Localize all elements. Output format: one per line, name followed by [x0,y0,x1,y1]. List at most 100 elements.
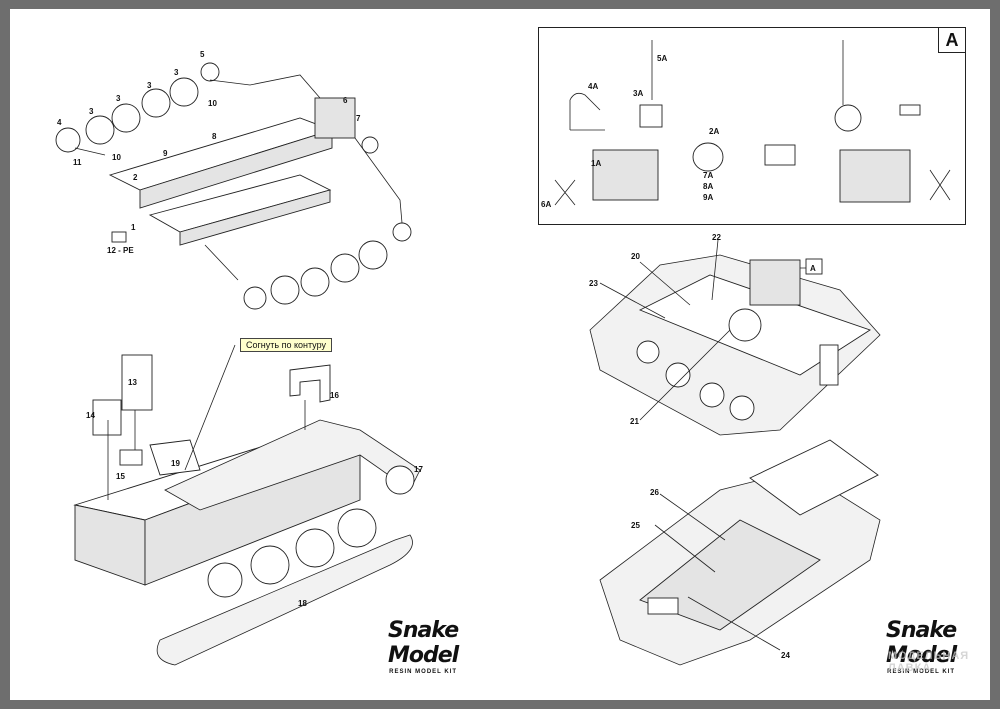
logo-line2: Model [886,643,957,668]
watermark-line1: МОДЕЛЬНАЯ [888,650,970,662]
label-8a: 8A [703,182,713,191]
label-12: 12 - PE [107,246,134,255]
label-3d: 3 [174,68,179,77]
label-7: 7 [356,114,361,123]
road-wheel-1 [207,562,243,598]
wheel-bottom-5 [358,240,388,270]
label-1a: 1A [591,159,601,168]
label-9: 9 [163,149,168,158]
label-3a-inset: 3A [633,89,643,98]
sprocket-5 [200,62,220,82]
bend-note-callout: Согнуть по контуру [240,338,332,352]
final-deck [639,519,821,631]
radiator [819,344,839,386]
leader-lines-lower [107,344,306,500]
block-24 [647,597,679,615]
drive-sprocket [385,465,415,495]
box-14 [92,399,122,436]
rw-c [699,382,725,408]
engine-assembled [839,149,911,203]
fan-assembled [929,169,951,201]
final-assembly [599,439,881,666]
label-2: 2 [133,173,138,182]
wheel-bottom-1 [243,286,267,310]
engine-1a [592,149,659,201]
label-18: 18 [298,599,307,608]
logo-line1: Snake [886,618,957,643]
part-2a-alt [764,144,796,166]
label-3b: 3 [116,94,121,103]
final-drive-7 [361,136,379,154]
assembled-chassis [73,344,421,666]
inset-tag: A [938,28,965,53]
rw-d [729,395,755,421]
label-26: 26 [650,488,659,497]
logo-tagline: RESIN MODEL KIT [887,669,956,675]
engine-bay-assembly [589,239,881,436]
part-3a [639,104,663,128]
transmission-6 [314,97,356,139]
label-5: 5 [200,50,205,59]
label-5a: 5A [657,54,667,63]
ref-a-box [805,258,823,275]
wheel-bottom-2 [270,275,300,305]
exploded-chassis [55,62,412,310]
label-25: 25 [631,521,640,530]
label-4: 4 [57,118,62,127]
road-wheel-4 [337,508,377,548]
label-21: 21 [630,417,639,426]
label-22: 22 [712,233,721,242]
label-19: 19 [171,459,180,468]
label-15: 15 [116,472,125,481]
wheel-bottom-4 [330,253,360,283]
label-10a: 10 [208,99,217,108]
hull-side [139,129,333,209]
label-8: 8 [212,132,217,141]
engine-installed [749,259,801,306]
sprocket-bottom [392,222,412,242]
label-23: 23 [589,279,598,288]
label-13: 13 [128,378,137,387]
box-13 [121,354,153,411]
label-7a: 7A [703,171,713,180]
label-24: 24 [781,651,790,660]
part-labels: 1 2 3 3 3 3 4 5 6 7 8 9 10 10 11 12 - PE… [57,50,816,660]
rear-plate [749,439,879,516]
part-3a-assembled [834,104,862,132]
wheel-3a [85,115,115,145]
label-9a: 9A [703,193,713,202]
bracket-16 [289,364,331,403]
plate-19 [149,439,201,476]
road-wheel-2 [250,545,290,585]
label-20: 20 [631,252,640,261]
label-3c: 3 [147,81,152,90]
logo-line2: Model [388,643,459,668]
fan-21 [728,308,762,342]
snake-model-logo-right: Snake Model RESIN MODEL KIT [886,618,957,675]
upper-track [164,419,421,511]
clip-assembled [899,104,921,116]
wheel-3c [141,88,171,118]
rw-a [636,340,660,364]
wheel-4 [55,127,81,153]
wheel-3d [169,77,199,107]
watermark: МОДЕЛЬНАЯ ЛАВКА [888,650,969,674]
pe-plate [111,231,127,243]
wheel-bottom-3 [300,267,330,297]
leader-lines-final [654,493,781,651]
part-15 [119,449,143,466]
label-3a: 3 [89,107,94,116]
logo-line1: Snake [388,618,459,643]
label-2a: 2A [709,127,719,136]
hull-part-1-side [179,189,331,246]
inset-a-parts [554,40,951,206]
track-run-18 [156,534,413,666]
label-4a: 4A [588,82,598,91]
leader-lines [74,74,403,281]
label-1: 1 [131,223,136,232]
pipe-4a [569,92,605,131]
wheel-3b [111,103,141,133]
label-a-ref: A [810,264,816,273]
road-wheel-3 [295,528,335,568]
label-6: 6 [343,96,348,105]
